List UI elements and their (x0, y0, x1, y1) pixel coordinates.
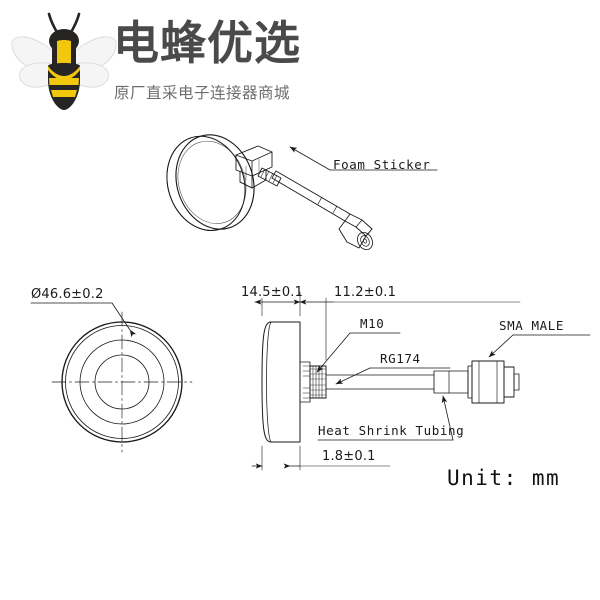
callout-sma-male: SMA MALE (499, 318, 565, 333)
side-section-view (251, 291, 591, 471)
unit-note: Unit: mm (447, 466, 561, 490)
isometric-assembly-view (166, 134, 438, 251)
dimension-diameter: Ø46.6±0.2 (31, 287, 104, 302)
brand-subtitle: 原厂直采电子连接器商城 (114, 84, 291, 102)
dimension-stud-length: 11.2±0.1 (334, 285, 397, 300)
iso-nut-assembly (235, 145, 282, 189)
dimension-overall-length: 14.5±0.1 (241, 285, 304, 300)
brand-title: 电蜂优选 (113, 16, 301, 70)
brand-header: 电蜂优选 原厂直采电子连接器商城 (0, 0, 330, 118)
front-circular-view (30, 302, 193, 453)
iso-sma-connector (338, 213, 373, 251)
callout-heat-shrink-tubing: Heat Shrink Tubing (318, 423, 465, 438)
bee-icon (11, 12, 117, 110)
callout-foam-sticker: Foam Sticker (333, 157, 431, 172)
dimension-sticker-thickness: 1.8±0.1 (322, 449, 376, 464)
callout-cable-rg174: RG174 (380, 351, 421, 366)
callout-thread-m10: M10 (360, 316, 385, 331)
